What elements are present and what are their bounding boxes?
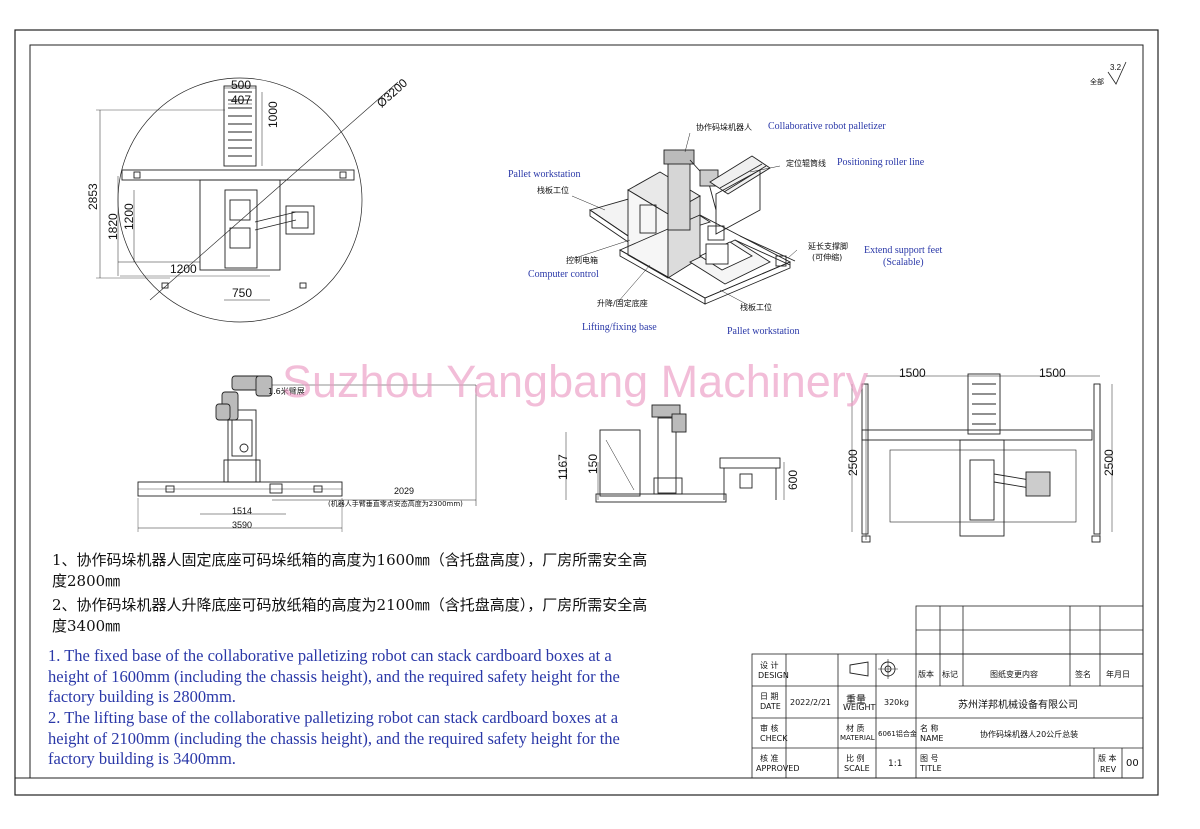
callout-support-en: Extend support feet — [864, 245, 943, 256]
note-en-1-line3: factory building is 2800mm. — [48, 687, 236, 706]
callout-robot-cn: 协作码垛机器人 — [696, 123, 752, 132]
dim-1200-horizontal: 1200 — [170, 262, 197, 276]
side-elevation — [137, 375, 477, 532]
tb-name-en: NAME — [920, 734, 944, 743]
dim-1000: 1000 — [266, 101, 280, 128]
inner-border — [29, 44, 1144, 779]
note-en-2-line1: 2. The lifting base of the collaborative… — [48, 708, 619, 727]
callout-roller-en: Positioning roller line — [837, 157, 925, 168]
tb-rev-en: REV — [1100, 765, 1117, 774]
callout-pallet-bottom-cn: 栈板工位 — [740, 303, 772, 312]
note-en-1-line2: height of 1600mm (including the chassis … — [48, 667, 620, 686]
tb-name-cn: 名 称 — [920, 724, 939, 733]
callout-lift-en: Lifting/fixing base — [582, 322, 657, 333]
tb-material-cn: 材 质 — [846, 724, 865, 733]
callout-pallet-bottom-en: Pallet workstation — [727, 326, 800, 337]
tb-material-en: MATERIAL — [840, 734, 875, 742]
tb-sign-header: 签名 — [1075, 670, 1091, 679]
tb-date-header: 年月日 — [1106, 670, 1130, 679]
callout-pallet-top-cn: 栈板工位 — [537, 186, 569, 195]
outer-border — [14, 29, 1159, 796]
tb-approved-cn: 核 准 — [760, 754, 779, 763]
dim-150: 150 — [586, 453, 600, 474]
tb-material-value: 6061铝合金 — [878, 730, 917, 738]
tb-company: 苏州洋邦机械设备有限公司 — [958, 700, 1078, 711]
callout-control-en: Computer control — [528, 269, 599, 280]
tb-weight-cn: 重量 — [846, 695, 866, 706]
extended-plan-view — [851, 373, 1113, 543]
tb-scale-value: 1:1 — [888, 759, 903, 769]
tb-mark-header: 标记 — [942, 670, 958, 679]
callout-lift-cn: 升降/固定底座 — [597, 299, 648, 308]
tb-design-en: DESIGN — [758, 671, 789, 680]
dim-2029: 2029 — [394, 486, 415, 496]
dim-arm-reach: 1.6米臂展 — [268, 387, 305, 396]
callout-roller-cn: 定位辊筒线 — [786, 159, 826, 168]
dim-1167: 1167 — [556, 454, 570, 480]
tb-scale-cn: 比 例 — [846, 754, 865, 763]
note-cn-1-line2: 度2800㎜ — [52, 572, 121, 590]
callout-support-cn: 延长支撑脚 — [808, 242, 848, 251]
roughness-label: 全部 — [1090, 78, 1104, 86]
dim-1820: 1820 — [106, 213, 120, 240]
note-en-2-line3: factory building is 3400mm. — [48, 749, 236, 768]
tb-date-en: DATE — [760, 702, 781, 711]
tb-rev-cn: 版 本 — [1098, 754, 1117, 763]
tb-date-cn: 日 期 — [760, 692, 779, 701]
dim-zero-height-note: (机器人手臂垂直零点安态高度为2300mm) — [328, 500, 463, 508]
callout-robot-en: Collaborative robot palletizer — [768, 121, 886, 132]
dim-1514: 1514 — [232, 506, 253, 516]
dim-750: 750 — [232, 286, 253, 300]
tb-name-value: 协作码垛机器人20公斤总装 — [980, 730, 1079, 739]
dim-600: 600 — [786, 469, 800, 490]
tb-design-cn: 设 计 — [760, 661, 779, 670]
tb-weight-en: WEIGHT — [843, 703, 876, 712]
tb-check-cn: 审 核 — [760, 724, 779, 733]
tb-check-en: CHECK — [760, 734, 788, 743]
isometric-view — [571, 132, 798, 306]
roughness-value: 3.2 — [1110, 63, 1122, 72]
tb-scale-en: SCALE — [844, 764, 870, 773]
dim-2853: 2853 — [86, 183, 100, 210]
tb-approved-en: APPROVED — [756, 764, 800, 773]
note-en-2-line2: height of 2100mm (including the chassis … — [48, 729, 620, 748]
note-cn-2-line2: 度3400㎜ — [52, 617, 121, 635]
roughness-symbol — [1107, 61, 1127, 85]
tb-version-header: 版本 — [918, 670, 934, 679]
front-elevation — [565, 404, 785, 503]
tb-change-header: 图纸变更内容 — [990, 670, 1038, 679]
callout-pallet-top-en: Pallet workstation — [508, 169, 581, 180]
company-watermark: Suzhou Yangbang Machinery — [282, 356, 869, 407]
dim-1500-left: 1500 — [899, 366, 926, 380]
tb-date-value: 2022/2/21 — [790, 698, 832, 707]
dim-3590: 3590 — [232, 520, 253, 530]
dim-2500-right: 2500 — [1102, 449, 1116, 476]
dim-1200-vertical: 1200 — [122, 203, 136, 230]
note-cn-1-line1: 1、协作码垛机器人固定底座可码垛纸箱的高度为1600㎜（含托盘高度），厂房所需安… — [52, 551, 648, 569]
tb-title-en: TITLE — [920, 764, 942, 773]
dim-407: 407 — [231, 93, 252, 107]
plan-view — [96, 77, 399, 323]
callout-support-en-2: (Scalable) — [883, 257, 924, 268]
dim-500: 500 — [231, 78, 252, 92]
callout-support-cn-2: (可伸缩) — [812, 253, 843, 262]
tb-weight-value: 320kg — [884, 698, 909, 707]
title-block-grid — [751, 605, 1144, 779]
callout-control-cn: 控制电箱 — [566, 256, 598, 265]
projection-symbol-icon — [849, 659, 898, 679]
dim-1500-right: 1500 — [1039, 366, 1066, 380]
tb-title-cn: 图 号 — [920, 754, 939, 763]
tb-rev-value: 00 — [1126, 758, 1139, 769]
dim-2500-left: 2500 — [846, 449, 860, 476]
note-en-1-line1: 1. The fixed base of the collaborative p… — [48, 646, 612, 665]
note-cn-2-line1: 2、协作码垛机器人升降底座可码放纸箱的高度为2100㎜（含托盘高度），厂房所需安… — [52, 596, 648, 614]
